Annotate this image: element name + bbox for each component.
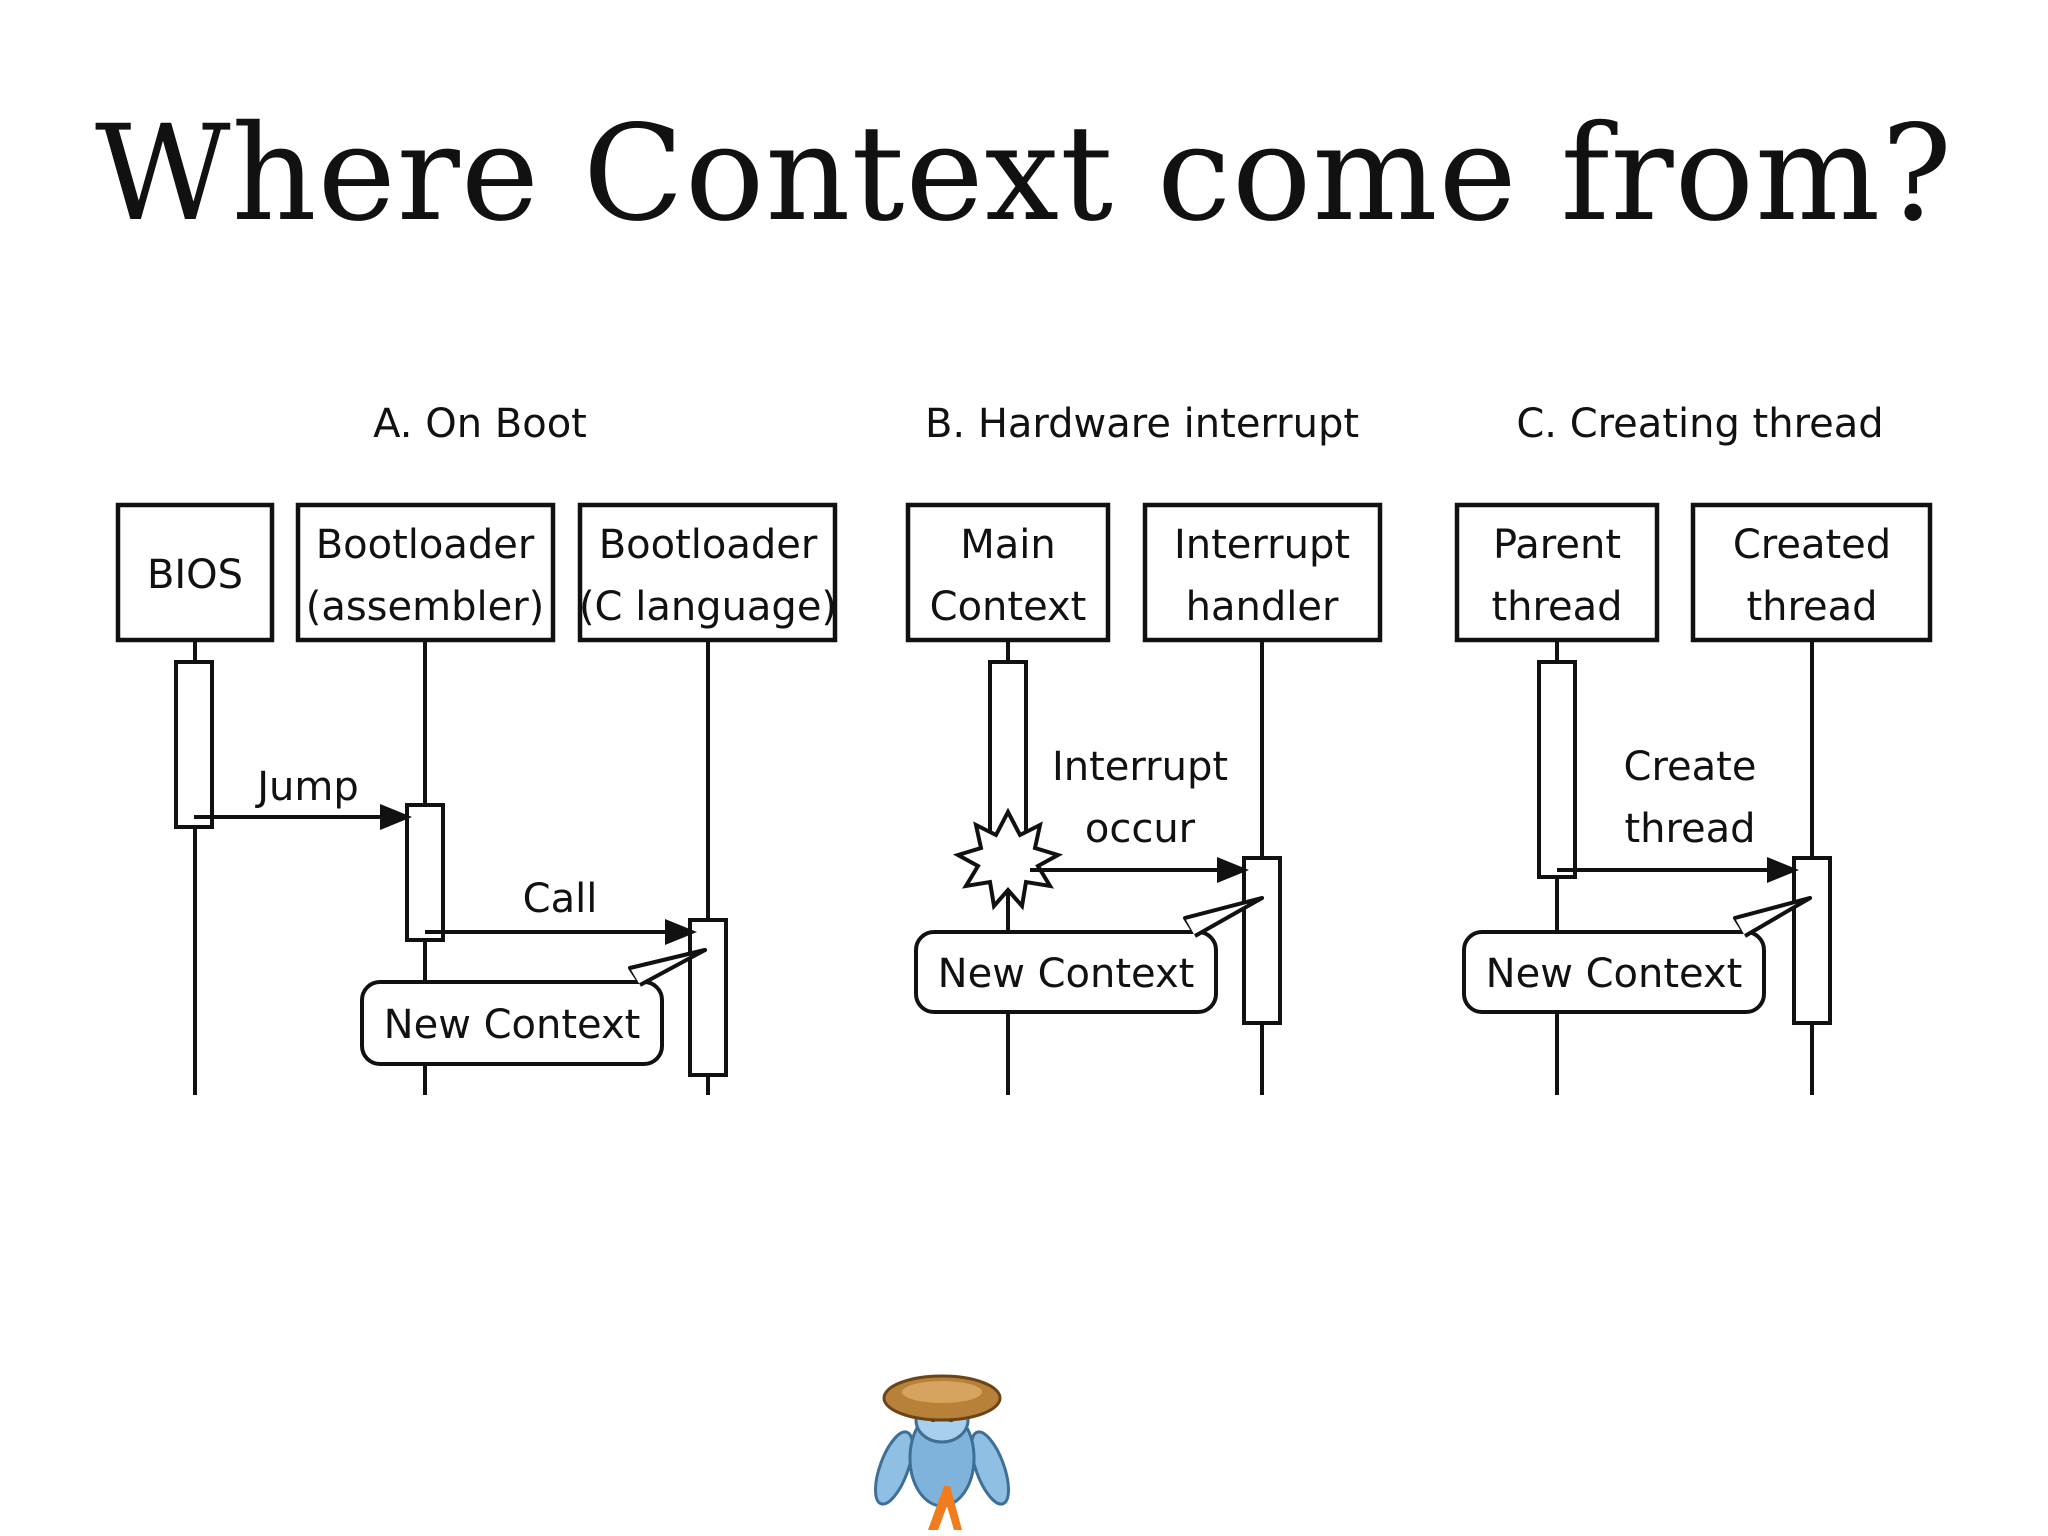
- participant-created-thread: Created thread: [1690, 502, 1933, 643]
- activation-interrupt-handler: [1242, 856, 1282, 1025]
- activation-bootloader-asm: [405, 803, 445, 942]
- note-new-context: New Context: [1462, 896, 1812, 1014]
- message-call: Call: [425, 876, 697, 945]
- interrupt-burst-icon: [952, 807, 1064, 911]
- message-label: Jump: [254, 764, 359, 810]
- note-label: New Context: [938, 951, 1195, 997]
- section-heading-c: C. Creating thread: [1516, 401, 1883, 447]
- note-new-context: New Context: [914, 896, 1264, 1014]
- message-create-thread: Create thread: [1557, 744, 1799, 883]
- message-interrupt-occur: Interrupt occur: [1030, 744, 1249, 883]
- participant-label-line1: Main: [960, 522, 1056, 568]
- participant-parent-thread: Parent thread: [1454, 502, 1660, 643]
- participant-label: BIOS: [147, 552, 243, 598]
- message-label-line1: Create: [1624, 744, 1757, 790]
- section-heading-a: A. On Boot: [373, 401, 587, 447]
- note-new-context: New Context: [360, 948, 707, 1066]
- slide-title: Where Context come from?: [94, 97, 1954, 251]
- participant-label-line2: thread: [1746, 584, 1877, 630]
- diagram-b-hardware-interrupt: B. Hardware interrupt Main Context Inter…: [905, 401, 1383, 1095]
- participant-label-line1: Bootloader: [599, 522, 818, 568]
- participant-label-line1: Parent: [1493, 522, 1621, 568]
- participant-label-line2: handler: [1186, 584, 1339, 630]
- participant-bios: BIOS: [115, 502, 275, 643]
- participant-bootloader-assembler: Bootloader (assembler): [295, 502, 556, 643]
- diagram-c-creating-thread: C. Creating thread Parent thread Created…: [1454, 401, 1933, 1095]
- message-jump: Jump: [194, 764, 412, 830]
- participant-label-line2: (assembler): [306, 584, 545, 630]
- participant-interrupt-handler: Interrupt handler: [1142, 502, 1383, 643]
- note-label: New Context: [1486, 951, 1743, 997]
- participant-bootloader-c: Bootloader (C language): [577, 502, 838, 643]
- activation-parent-thread: [1537, 660, 1577, 879]
- activation-bios: [174, 660, 214, 829]
- diagram-a-on-boot: A. On Boot BIOS Bootloader (assembler) B…: [115, 401, 838, 1095]
- participant-label-line2: Context: [930, 584, 1087, 630]
- participant-label-line1: Created: [1733, 522, 1891, 568]
- participant-label-line2: (C language): [579, 584, 837, 630]
- activation-bootloader-c: [688, 918, 728, 1077]
- message-label-line2: thread: [1624, 806, 1755, 852]
- message-label: Call: [523, 876, 598, 922]
- mascot-logo-icon: [874, 1374, 1010, 1530]
- participant-label-line1: Bootloader: [316, 522, 535, 568]
- section-heading-b: B. Hardware interrupt: [925, 401, 1359, 447]
- message-label-line1: Interrupt: [1052, 744, 1228, 790]
- message-label-line2: occur: [1085, 806, 1196, 852]
- note-label: New Context: [384, 1002, 641, 1048]
- activation-created-thread: [1792, 856, 1832, 1025]
- participant-label-line1: Interrupt: [1174, 522, 1350, 568]
- participant-label-line2: thread: [1491, 584, 1622, 630]
- participant-main-context: Main Context: [905, 502, 1111, 643]
